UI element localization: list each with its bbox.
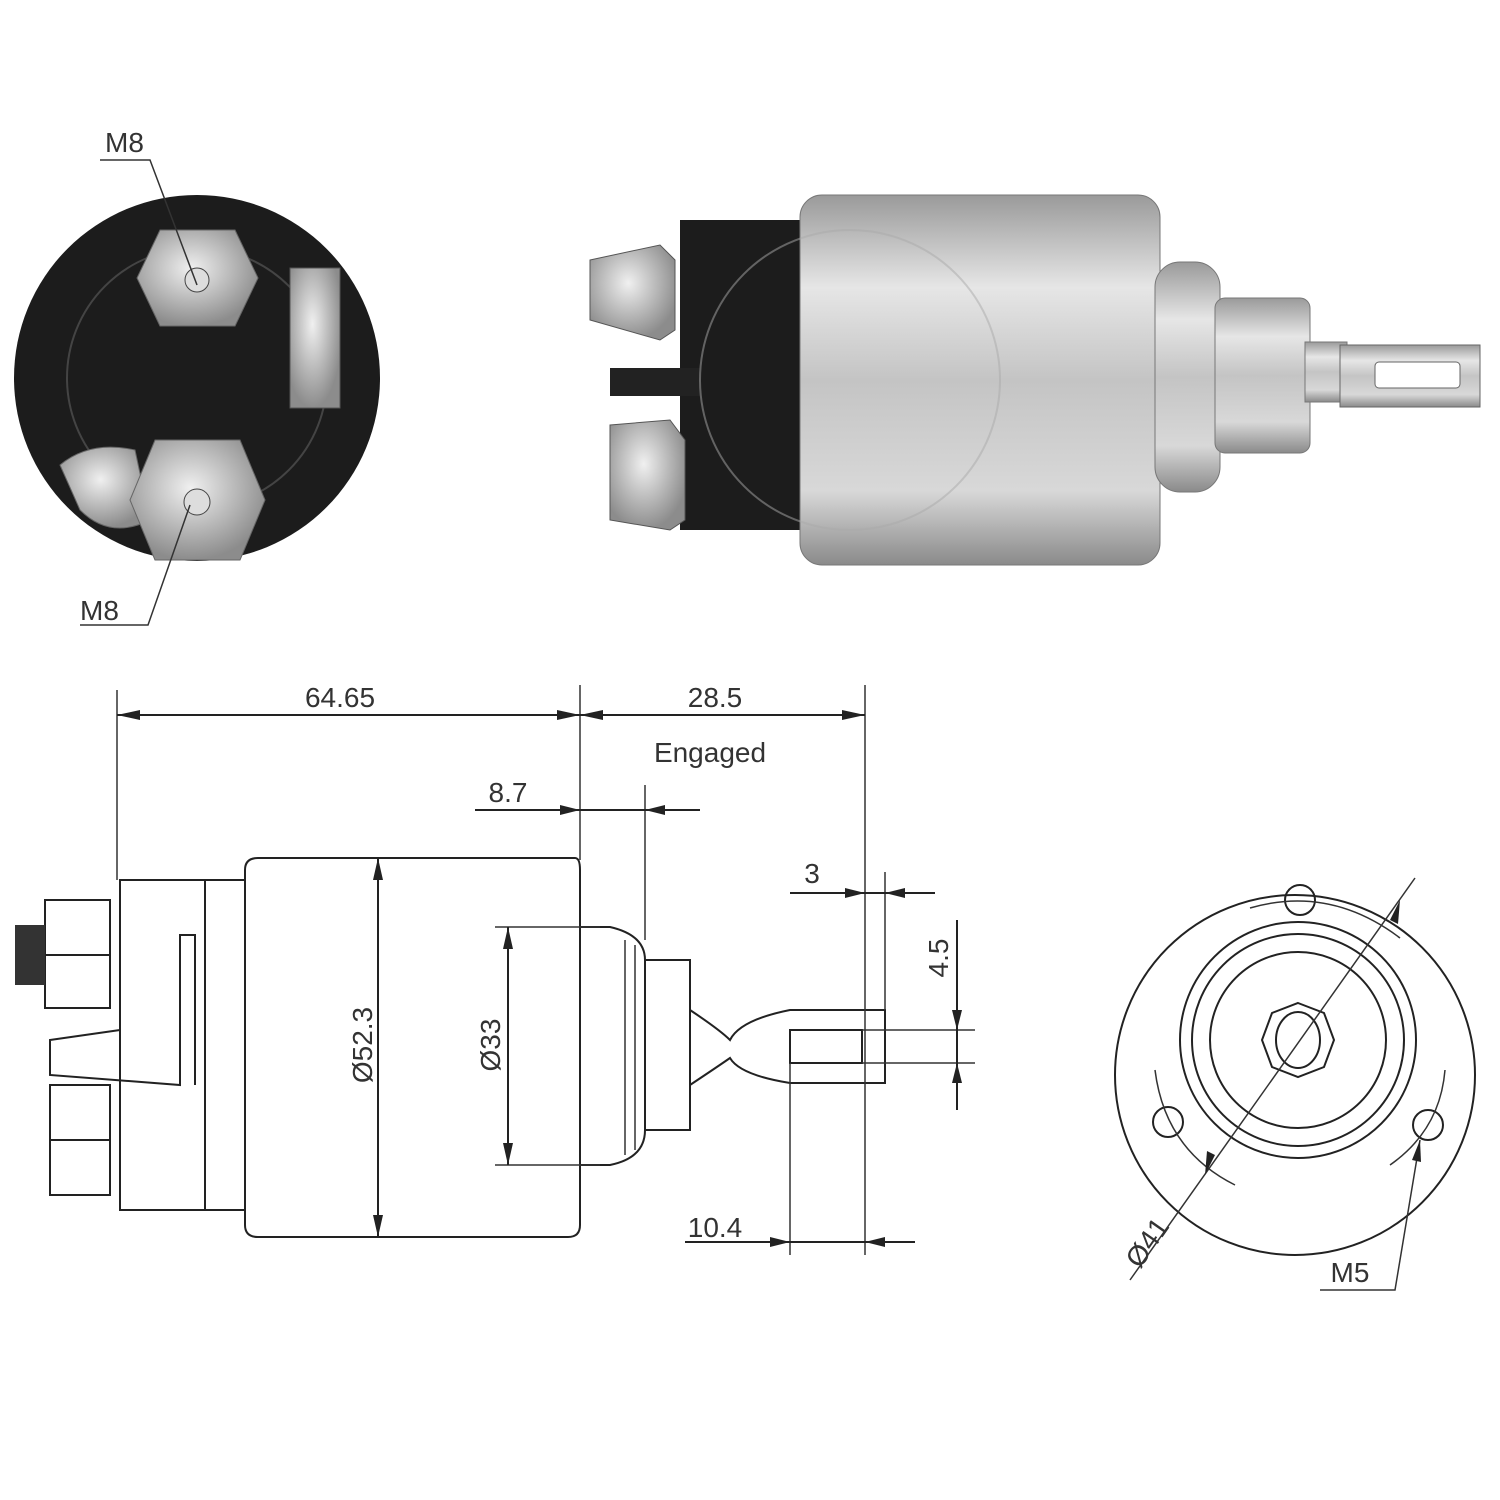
plunger-end bbox=[1275, 1011, 1321, 1069]
arrowhead bbox=[842, 710, 865, 720]
plunger-rod bbox=[689, 1009, 886, 1086]
watermark-ring bbox=[699, 229, 1001, 531]
arrowhead bbox=[1205, 1151, 1215, 1175]
dim-neck-diameter: Ø33 bbox=[475, 1019, 506, 1072]
arrowhead bbox=[645, 805, 665, 815]
terminal-stud bbox=[15, 925, 45, 985]
engaged-label: Engaged bbox=[654, 737, 766, 768]
arrowhead bbox=[117, 710, 140, 720]
flange-outline bbox=[1114, 894, 1476, 1256]
mounting-hole-right bbox=[1412, 1109, 1444, 1141]
arrowhead bbox=[373, 1215, 383, 1237]
plunger-hex bbox=[1260, 1001, 1336, 1079]
collar-ring-middle bbox=[1191, 933, 1405, 1147]
plunger-housing bbox=[1214, 297, 1311, 454]
plunger-step bbox=[644, 959, 691, 1131]
mounting-hole-left bbox=[1152, 1106, 1184, 1138]
arrowhead bbox=[770, 1237, 790, 1247]
side-drawing: 64.65 28.5 Engaged 8.7 Ø52.3 Ø33 3 4.5 bbox=[15, 682, 975, 1255]
bolt-circle-arc bbox=[1389, 1069, 1446, 1166]
dim-slot-width: 4.5 bbox=[923, 939, 954, 978]
bottom-stud bbox=[183, 488, 211, 516]
arrowhead bbox=[560, 805, 580, 815]
arrowhead bbox=[580, 710, 603, 720]
arrowhead bbox=[952, 1063, 962, 1083]
label-bottom-m8: M8 bbox=[80, 595, 119, 626]
spade-tab bbox=[610, 368, 700, 396]
dim-body-diameter: Ø52.3 bbox=[347, 1007, 378, 1083]
plunger-slot bbox=[1374, 361, 1461, 389]
dim-overall-length: 64.65 bbox=[305, 682, 375, 713]
leader-m5 bbox=[1320, 1139, 1421, 1291]
bolt-circle-arc bbox=[1154, 1069, 1236, 1186]
collar-ring-outer bbox=[1179, 921, 1417, 1159]
tab-slot bbox=[789, 1029, 863, 1064]
leader-top-m8 bbox=[100, 159, 198, 286]
bottom-nut bbox=[609, 419, 686, 531]
bolt-circle-arc bbox=[1249, 900, 1401, 939]
end-view-photo: M8 M8 bbox=[14, 127, 380, 626]
dim-line-bolt-circle bbox=[1129, 877, 1416, 1281]
arrowhead bbox=[503, 1143, 513, 1165]
dim-bolt-circle: Ø41 bbox=[1119, 1212, 1175, 1273]
arrowhead bbox=[373, 858, 383, 880]
collar-ring-inner bbox=[1209, 951, 1387, 1129]
arrowhead bbox=[1390, 900, 1400, 924]
arrowhead bbox=[952, 1010, 962, 1030]
solenoid-body bbox=[799, 194, 1161, 566]
arrowhead bbox=[1412, 1140, 1421, 1162]
top-nut bbox=[589, 244, 676, 341]
body-outline bbox=[244, 857, 581, 1238]
dim-neck-offset: 8.7 bbox=[489, 777, 528, 808]
cap-outline bbox=[119, 879, 245, 1211]
dim-stroke: 28.5 bbox=[688, 682, 743, 713]
arrowhead bbox=[845, 888, 865, 898]
dim-tab-thickness: 3 bbox=[804, 858, 820, 889]
mounting-hole-top bbox=[1284, 884, 1316, 916]
arrowhead bbox=[557, 710, 580, 720]
arrowhead bbox=[865, 1237, 885, 1247]
leader-bottom-m8 bbox=[80, 504, 191, 626]
front-collar bbox=[1154, 261, 1221, 493]
spade-terminal bbox=[289, 267, 341, 409]
top-stud bbox=[184, 267, 210, 293]
spade-terminal bbox=[49, 934, 196, 1087]
front-drawing: Ø41 M5 bbox=[1114, 877, 1476, 1291]
label-mounting-thread: M5 bbox=[1331, 1257, 1370, 1288]
side-view-photo bbox=[589, 194, 1481, 566]
arrowhead bbox=[885, 888, 905, 898]
arrowhead bbox=[503, 927, 513, 949]
label-top-m8: M8 bbox=[105, 127, 144, 158]
dim-slot-length: 10.4 bbox=[688, 1212, 743, 1243]
